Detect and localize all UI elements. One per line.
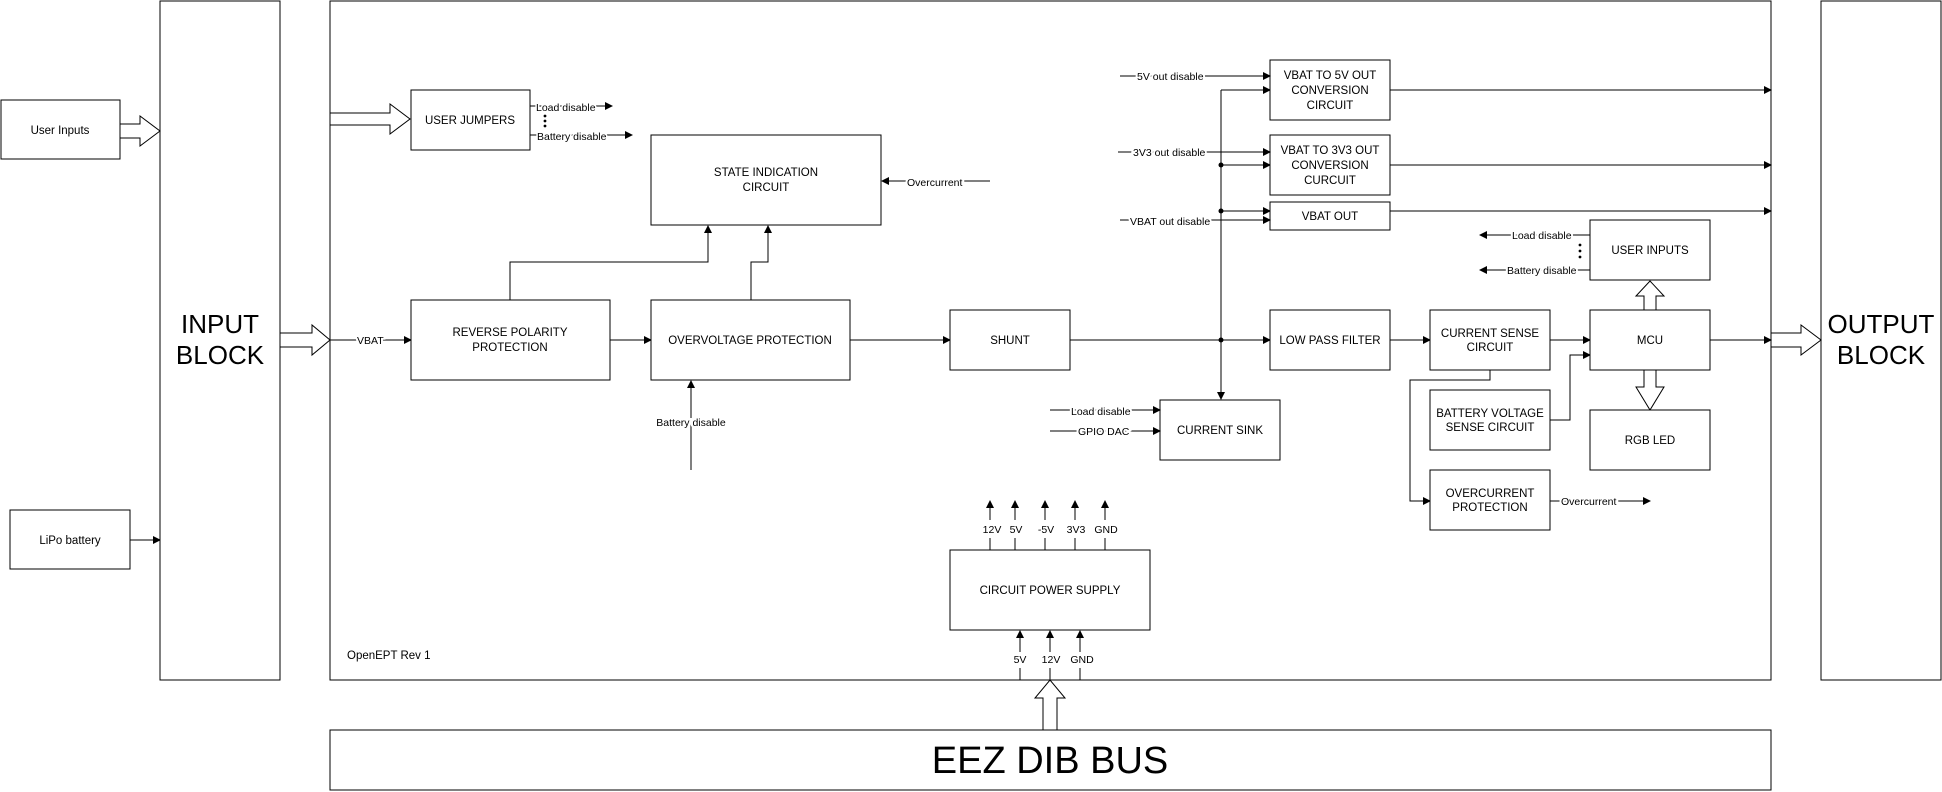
conv-3v3-box [1269, 134, 1391, 196]
user-inputs-fat-arrow [119, 115, 161, 147]
3v3-out-disable-label: 3V3 out disable [1133, 147, 1206, 159]
state-overcurrent-label: Overcurrent [907, 177, 963, 189]
conv-3v3-line2: CONVERSION [1291, 160, 1368, 172]
eez-dib-bus-label: EEZ DIB BUS [932, 740, 1169, 782]
conv-5v-box [1269, 59, 1391, 121]
overcurrent-out-label: Overcurrent [1561, 496, 1617, 508]
user-jumpers-box [410, 89, 531, 151]
user-jumpers-label: USER JUMPERS [425, 115, 515, 127]
reverse-polarity-box [410, 299, 611, 381]
ps-out-neg5v-label: -5V [1038, 524, 1054, 536]
state-indication-line1: STATE INDICATION [714, 167, 818, 179]
current-sink-label: CURRENT SINK [1177, 425, 1263, 437]
current-sink-box [1159, 399, 1281, 461]
shunt-label: SHUNT [990, 335, 1030, 347]
ps-in-5v-label: 5V [1014, 654, 1027, 666]
reverse-polarity-line1: REVERSE POLARITY [452, 327, 567, 339]
5v-out-disable-label: 5V out disable [1137, 71, 1204, 83]
ps-out-3v3-label: 3V3 [1067, 524, 1086, 536]
vbat-out-disable-label: VBAT out disable [1130, 216, 1210, 228]
bus-to-power-fat-arrow [1033, 679, 1067, 731]
overvoltage-box [650, 299, 851, 381]
conv-5v-line1: VBAT TO 5V OUT [1284, 70, 1376, 82]
mcu-to-rgb-fat-arrow [1635, 369, 1665, 411]
lipo-battery-box [9, 509, 131, 570]
user-inputs-source-box [0, 99, 121, 160]
junction-main [1218, 337, 1224, 343]
user-inputs-source-label: User Inputs [31, 125, 90, 137]
rgb-led-label: RGB LED [1625, 435, 1676, 447]
ps-out-12v-label: 12V [983, 524, 1002, 536]
sense-to-overcurrent-arrow [1409, 370, 1491, 505]
state-indication-line2: CIRCUIT [743, 182, 790, 194]
vbat-out-label: VBAT OUT [1302, 211, 1358, 223]
ui-load-disable-label: Load disable [1512, 230, 1572, 242]
sink-gpio-dac-label: GPIO DAC [1078, 426, 1130, 438]
jumpers-load-disable-label: Load disable [536, 102, 596, 114]
reverse-polarity-line2: PROTECTION [472, 342, 547, 354]
overcurrent-protection-line1: OVERCURRENT [1446, 488, 1535, 500]
ui-battery-disable-label: Battery disable [1507, 265, 1577, 277]
bv-sense-to-mcu-arrow [1550, 351, 1591, 421]
rp-to-state-arrow [509, 225, 712, 300]
conv-5v-line3: CIRCUIT [1307, 100, 1354, 112]
current-sense-line2: CIRCUIT [1467, 342, 1514, 354]
output-block-title-2: BLOCK [1837, 340, 1926, 370]
lipo-battery-label: LiPo battery [39, 535, 101, 547]
user-inputs-box [1589, 219, 1711, 281]
current-sense-line1: CURRENT SENSE [1441, 328, 1540, 340]
input-block-title-2: BLOCK [176, 340, 265, 370]
ps-out-gnd-label: GND [1094, 524, 1118, 536]
current-sense-box [1429, 309, 1551, 371]
user-inputs-label: USER INPUTS [1611, 245, 1689, 257]
conv-3v3-line3: CURCUIT [1304, 175, 1356, 187]
low-pass-filter-label: LOW PASS FILTER [1279, 335, 1380, 347]
revision-label: OpenEPT Rev 1 [347, 650, 431, 662]
power-supply-box [949, 549, 1151, 631]
ps-in-12v-label: 12V [1042, 654, 1061, 666]
ov-battery-disable-label: Battery disable [656, 417, 726, 429]
battery-voltage-sense-box [1429, 389, 1551, 451]
vbat-label: VBAT [357, 335, 384, 347]
input-block [159, 0, 281, 681]
rgb-led-box [1589, 409, 1711, 471]
power-supply-label: CIRCUIT POWER SUPPLY [980, 585, 1121, 597]
shunt-box [949, 309, 1071, 371]
input-to-board-fat-arrow [279, 323, 331, 357]
ps-out-5v-label: 5V [1010, 524, 1023, 536]
battery-voltage-sense-line1: BATTERY VOLTAGE [1436, 408, 1544, 420]
eez-dib-bus [329, 729, 1772, 791]
board-to-output-fat-arrow [1770, 324, 1822, 356]
output-block [1820, 0, 1942, 681]
mcu-to-user-inputs-fat-arrow [1634, 280, 1666, 311]
low-pass-filter-box [1269, 309, 1391, 371]
output-block-title-1: OUTPUT [1828, 309, 1935, 339]
overcurrent-protection-line2: PROTECTION [1452, 502, 1527, 514]
overvoltage-label: OVERVOLTAGE PROTECTION [668, 335, 832, 347]
mcu-box [1589, 309, 1711, 371]
conv-5v-line2: CONVERSION [1291, 85, 1368, 97]
overcurrent-protection-box [1429, 469, 1551, 531]
state-indication-box [650, 134, 882, 226]
conv-3v3-line1: VBAT TO 3V3 OUT [1281, 145, 1380, 157]
sink-load-disable-label: Load disable [1071, 406, 1131, 418]
ps-in-gnd-label: GND [1070, 654, 1094, 666]
input-block-title-1: INPUT [181, 309, 259, 339]
ov-to-state-arrow [750, 225, 772, 300]
mcu-label: MCU [1637, 335, 1663, 347]
vbat-out-box [1269, 201, 1391, 231]
jumpers-battery-disable-label: Battery disable [537, 131, 607, 143]
to-jumpers-fat-arrow [329, 103, 411, 135]
battery-voltage-sense-line2: SENSE CIRCUIT [1446, 422, 1535, 434]
